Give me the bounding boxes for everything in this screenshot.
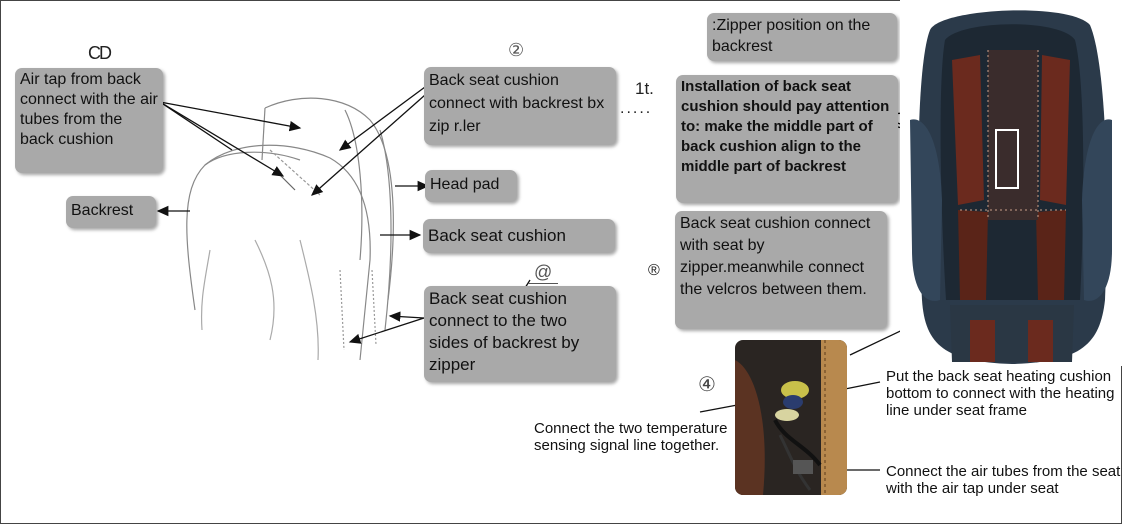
callout-zip-backrest: Back seat cushion connect with backrest …: [424, 67, 616, 145]
step-marker-4: ④: [698, 374, 716, 396]
callout-air-tap: Air tap from back connect with the air t…: [15, 68, 163, 173]
connector-closeup-photo: [735, 340, 847, 495]
step-marker-registered: ®: [648, 262, 660, 279]
note-temperature: Connect the two temperature sensing sign…: [534, 420, 728, 454]
dots: .....: [620, 100, 653, 117]
callout-installation: Installation of back seat cushion should…: [676, 75, 898, 203]
step-marker-2: ②: [508, 40, 525, 60]
callout-backrest: Backrest: [66, 196, 156, 228]
callout-seat-zipper: Back seat cushion connect with seat by z…: [675, 211, 887, 329]
note-heating: Put the back seat heating cushion bottom…: [886, 368, 1115, 419]
step-marker-1: CD: [88, 43, 112, 63]
callout-back-seat-cushion: Back seat cushion: [423, 219, 615, 253]
step-marker-3: @: [528, 262, 559, 284]
chair-illustration: [900, 0, 1124, 366]
connector-illustration: [735, 340, 847, 495]
note-air-tubes-seat: Connect the air tubes from the seat with…: [886, 463, 1121, 497]
callout-two-sides: Back seat cushion connect to the two sid…: [424, 286, 616, 382]
step-marker-1t: 1t.: [635, 79, 654, 98]
callout-zipper-position: :Zipper position on the backrest: [707, 13, 897, 61]
callout-head-pad: Head pad: [425, 170, 517, 202]
massage-chair-photo: [900, 0, 1124, 366]
backrest-outline: [186, 97, 394, 361]
